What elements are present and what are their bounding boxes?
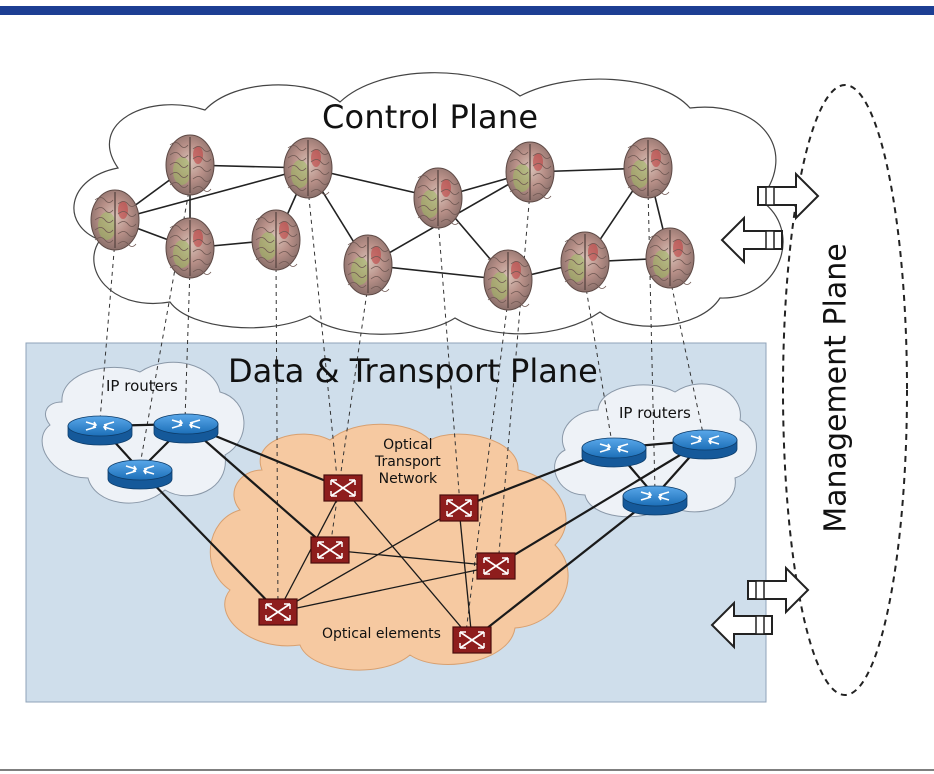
brain-icon (623, 137, 673, 199)
brain-icon (165, 134, 215, 196)
top-bar (0, 6, 934, 15)
router-group (67, 413, 738, 516)
brain-icon (645, 227, 695, 289)
optical-switch-group (258, 474, 516, 654)
router-icon (672, 429, 738, 460)
optical-cross-connect-icon (323, 474, 363, 502)
optical-cross-connect-icon (439, 494, 479, 522)
double-arrow-icon (757, 171, 820, 221)
double-arrow-icon (765, 230, 775, 250)
router-icon (581, 437, 647, 468)
right-router-cloud (554, 383, 757, 518)
double-arrow-icon (720, 215, 783, 265)
optical-transport-network-label: Optical Transport Network (375, 437, 441, 487)
double-arrow-icon (755, 580, 765, 600)
optical-cross-connect-icon (310, 536, 350, 564)
brain-icon (165, 217, 215, 279)
right-ip-routers-label: IP routers (619, 404, 691, 422)
management-plane-ellipse (782, 84, 908, 696)
router-icon (107, 459, 173, 490)
management-plane-title: Management Plane (818, 243, 854, 533)
otn-cloud (209, 423, 569, 671)
data-transport-plane-title: Data & Transport Plane (228, 352, 598, 390)
double-arrow-icon (747, 565, 810, 615)
interface-arrows (710, 171, 820, 650)
router-icon (153, 413, 219, 444)
controller-group (90, 134, 695, 311)
left-ip-routers-label: IP routers (106, 377, 178, 395)
double-arrow-icon (710, 600, 773, 650)
optical-cross-connect-icon (258, 598, 298, 626)
brain-icon (560, 231, 610, 293)
double-arrow-icon (755, 615, 765, 635)
control-plane-title: Control Plane (322, 98, 539, 136)
left-router-cloud (41, 361, 245, 504)
optical-cross-connect-icon (452, 626, 492, 654)
brain-icon (505, 141, 555, 203)
brain-icon (283, 137, 333, 199)
router-icon (622, 485, 688, 516)
control-data-mappings (99, 184, 705, 641)
brain-icon (251, 209, 301, 271)
brain-icon (413, 167, 463, 229)
optical-elements-label: Optical elements (322, 626, 441, 642)
router-icon (67, 415, 133, 446)
brain-icon (483, 249, 533, 311)
brain-icon (343, 234, 393, 296)
double-arrow-icon (765, 186, 775, 206)
optical-cross-connect-icon (476, 552, 516, 580)
brain-icon (90, 189, 140, 251)
